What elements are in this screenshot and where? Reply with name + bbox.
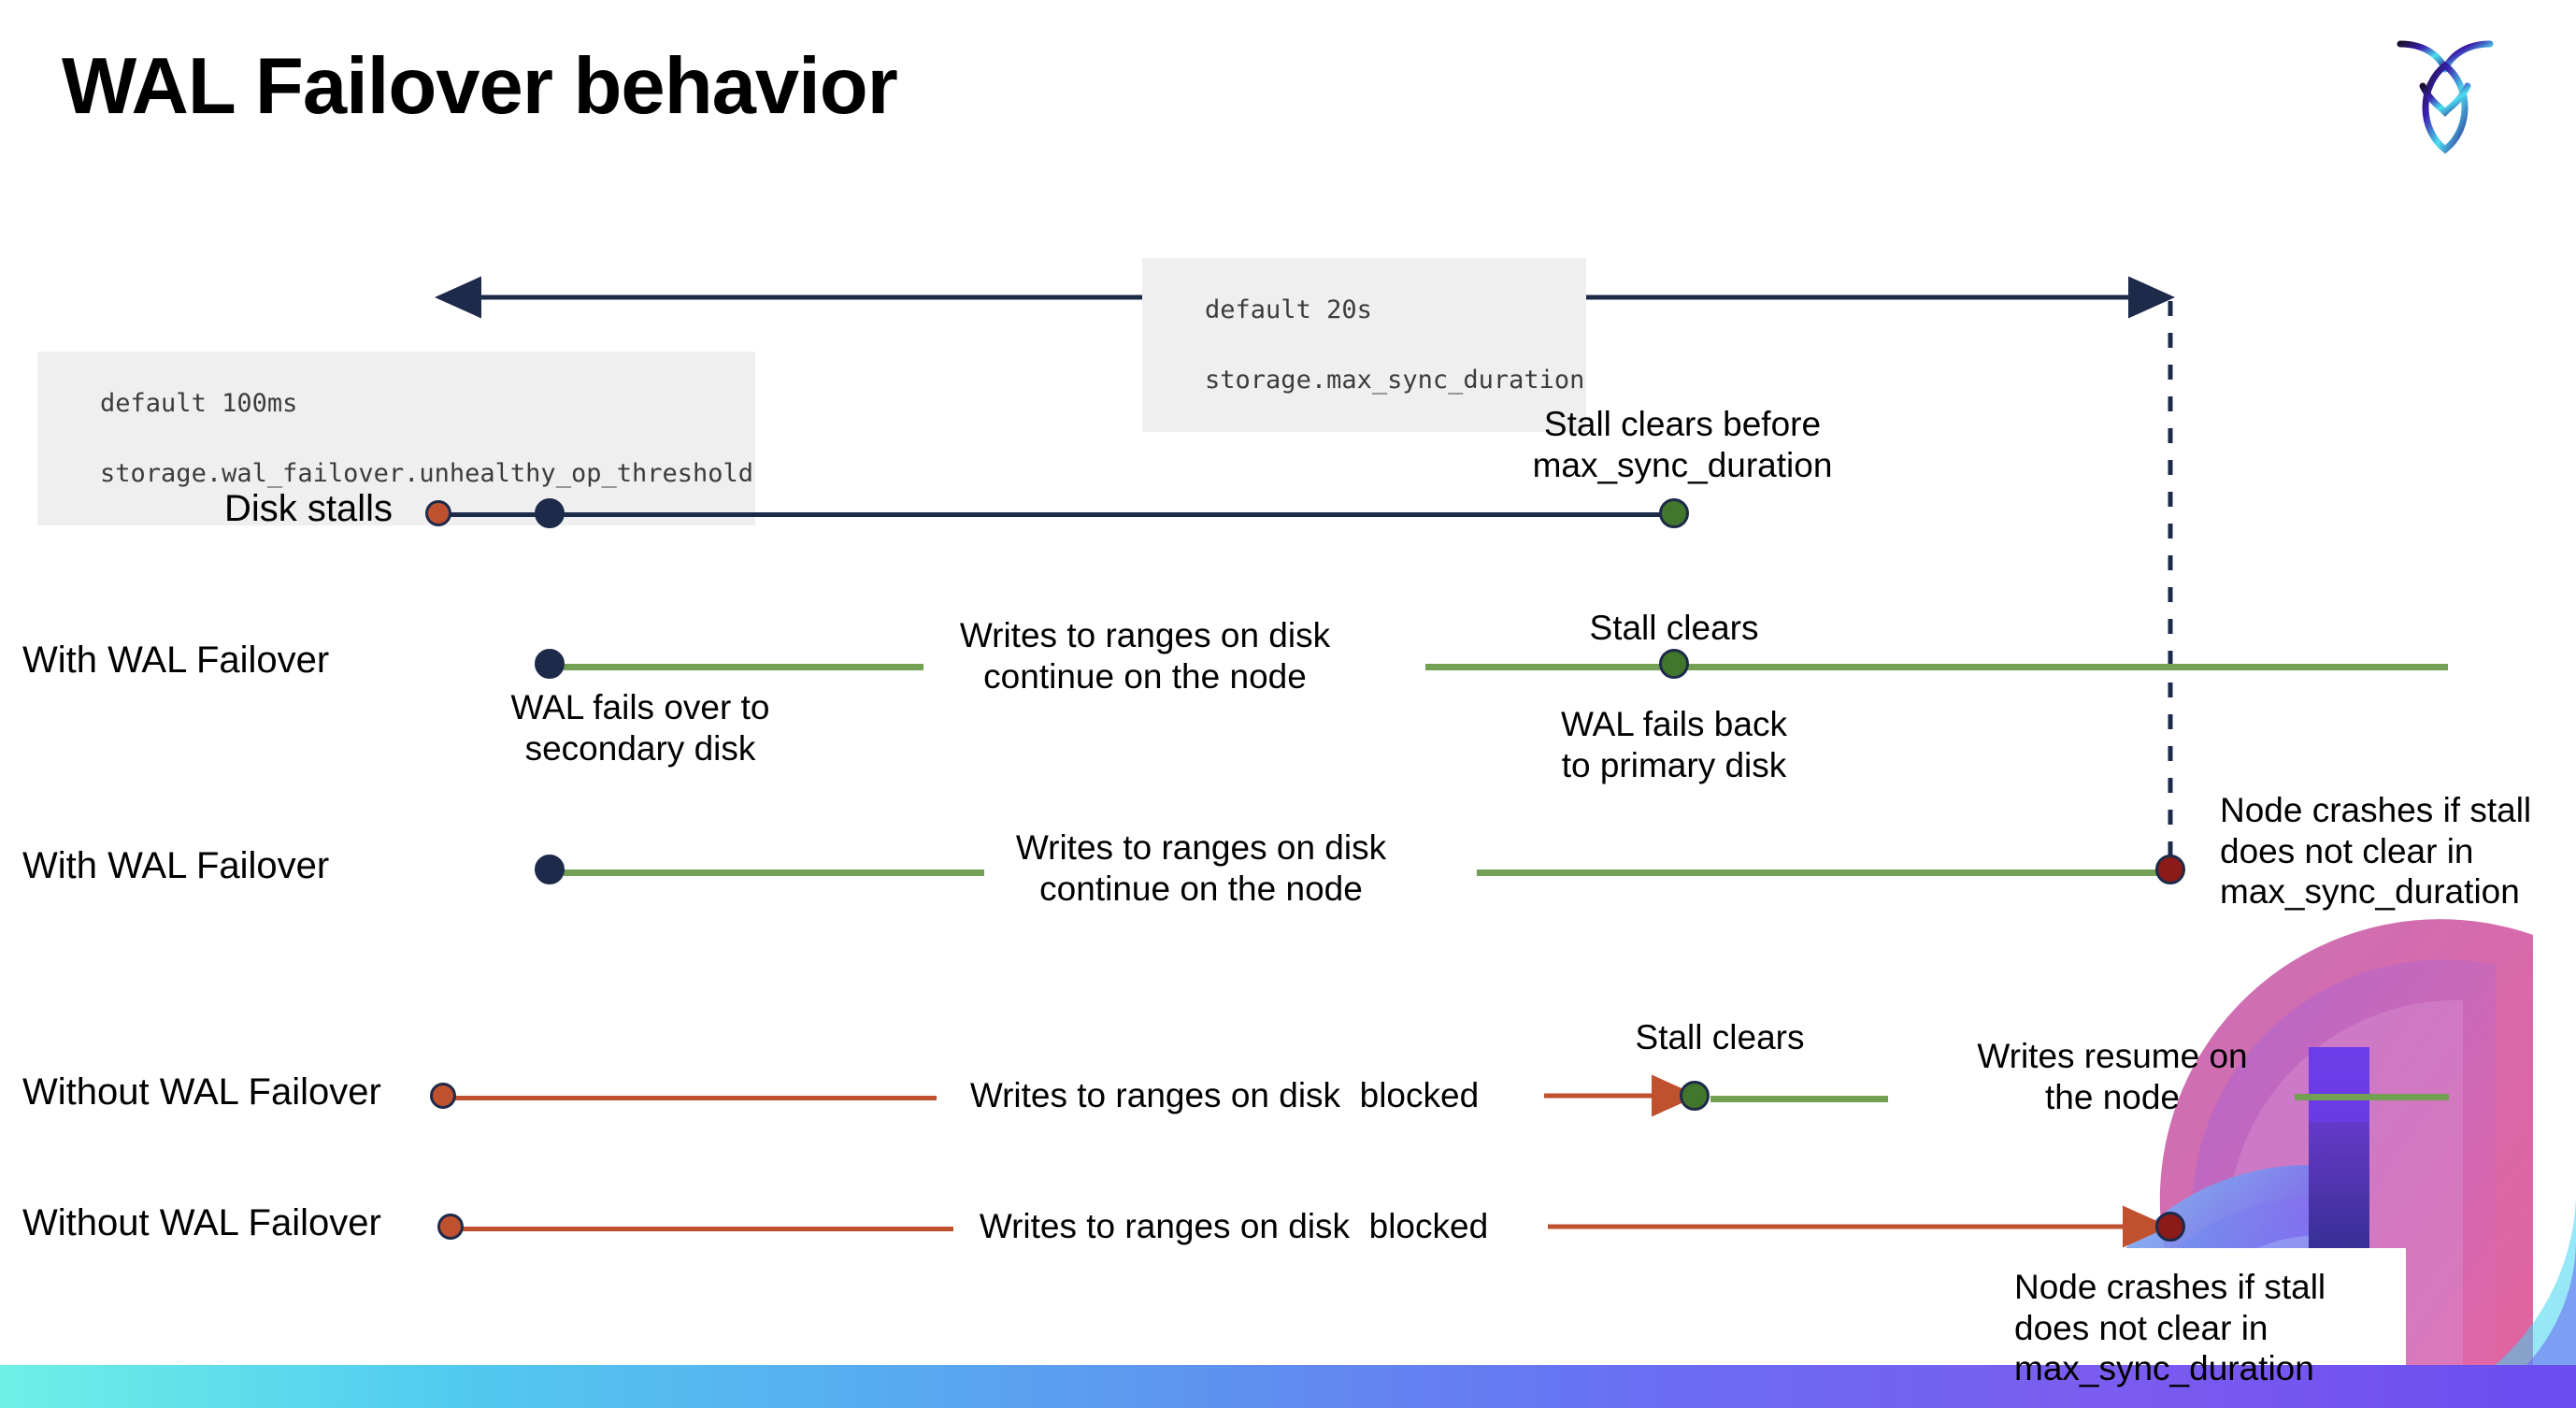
- note-writes-blocked-2: Writes to ranges on disk blocked: [979, 1207, 1489, 1245]
- max-sync-duration-annotation: default 20s storage.max_sync_duration: [1142, 258, 1587, 433]
- note-node-crashes-2: Node crashes if stall does not clear in …: [2014, 1268, 2326, 1388]
- row3-green-line: [1710, 1096, 1888, 1102]
- row1-green-line-right: [1425, 664, 2448, 670]
- row3-orange-line: [451, 1096, 937, 1100]
- row2-crash-dot: [2155, 855, 2185, 884]
- bottom-gradient-strip: [0, 1365, 2576, 1408]
- row4-stall-start-dot: [437, 1214, 464, 1240]
- row1-green-line-left: [564, 664, 923, 670]
- row1-stall-clears-dot: [1659, 649, 1689, 679]
- note-stall-clears-2: Stall clears: [1635, 1018, 1805, 1056]
- row-label-without-wal-failover-1: Without WAL Failover: [22, 1071, 381, 1113]
- note-writes-resume: Writes resume on the node: [1977, 1037, 2248, 1116]
- disk-stalls-start-dot: [425, 500, 451, 526]
- callout-white-card: [1970, 1248, 2406, 1374]
- cockroachdb-logo: [2389, 28, 2501, 159]
- row3-stall-start-dot: [430, 1083, 456, 1109]
- note-writes-blocked-1: Writes to ranges on disk blocked: [969, 1076, 1480, 1114]
- max-sync-line-2: storage.max_sync_duration: [1205, 365, 1585, 395]
- row3-green-line-far: [2295, 1094, 2449, 1100]
- disk-stalls-clear-dot: [1659, 498, 1689, 528]
- row2-green-line-right: [1477, 869, 2168, 876]
- row-label-disk-stalls: Disk stalls: [223, 488, 393, 529]
- note-writes-continue-2: Writes to ranges on disk continue on the…: [1015, 828, 1387, 908]
- unhealthy-op-threshold-annotation: default 100ms storage.wal_failover.unhea…: [37, 352, 756, 526]
- row3-stall-clears-dot: [1680, 1081, 1710, 1111]
- disk-stalls-failover-dot: [535, 498, 565, 528]
- note-stall-clears-1: Stall clears: [1589, 609, 1759, 647]
- note-node-crashes-1: Node crashes if stall does not clear in …: [2220, 791, 2532, 912]
- row4-orange-line: [458, 1227, 953, 1231]
- row-label-with-wal-failover-1: With WAL Failover: [22, 639, 330, 681]
- max-sync-line-1: default 20s: [1205, 295, 1372, 325]
- callout-white-card-upper: [2178, 785, 2576, 907]
- note-writes-continue-1: Writes to ranges on disk continue on the…: [959, 616, 1331, 696]
- note-wal-fails-back: WAL fails back to primary disk: [1561, 705, 1787, 784]
- disk-stalls-line: [441, 512, 1675, 517]
- page-title: WAL Failover behavior: [62, 42, 898, 131]
- row4-crash-dot: [2155, 1212, 2185, 1242]
- note-wal-fails-over: WAL fails over to secondary disk: [510, 688, 770, 768]
- note-stall-clears-before: Stall clears before max_sync_duration: [1532, 405, 1833, 484]
- row2-green-line-left: [564, 869, 984, 876]
- row2-failover-dot: [535, 855, 565, 884]
- unhealthy-op-line-1: default 100ms: [100, 389, 298, 419]
- row1-failover-dot: [535, 649, 565, 679]
- unhealthy-op-line-2: storage.wal_failover.unhealthy_op_thresh…: [100, 458, 754, 488]
- row-label-without-wal-failover-2: Without WAL Failover: [22, 1202, 381, 1243]
- row-label-with-wal-failover-2: With WAL Failover: [22, 845, 330, 886]
